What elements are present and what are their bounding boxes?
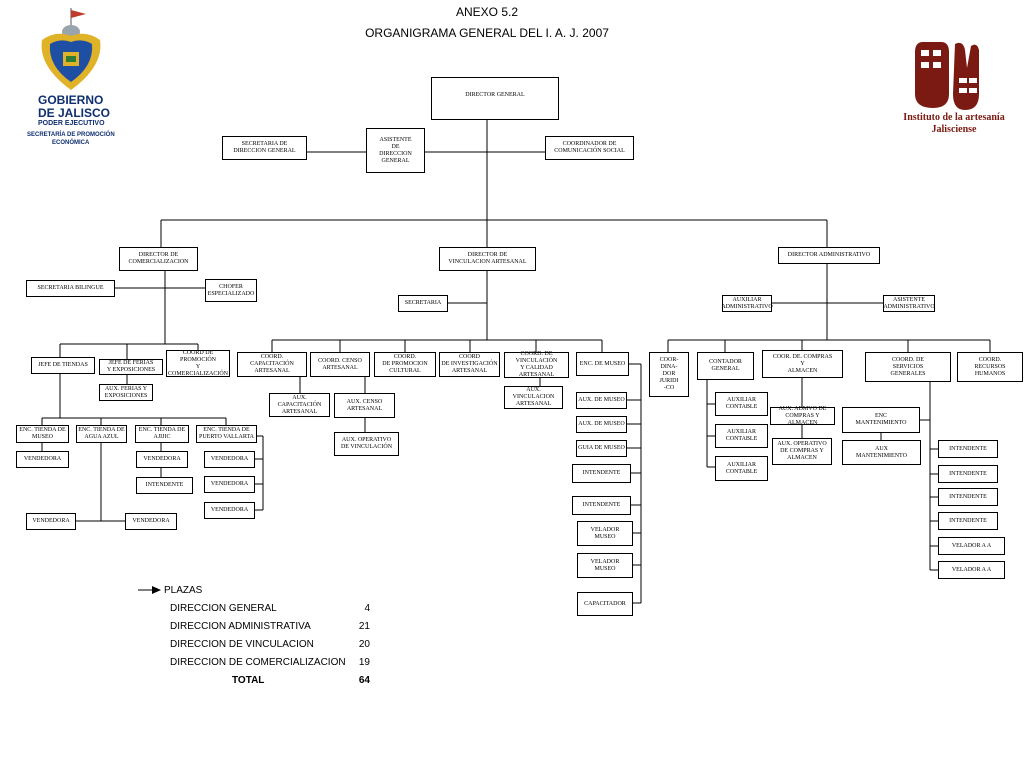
auxiliar-contable-box: AUXILIAR CONTABLE bbox=[715, 424, 768, 448]
intendente-box: INTENDENTE bbox=[938, 465, 998, 483]
iaj-name-line2: Jalisciense bbox=[931, 124, 977, 135]
vendedora-box: VENDEDORA bbox=[204, 451, 255, 468]
aux-admvo-compras-box: AUX. ADMVO DE COMPRAS Y ALMACEN bbox=[770, 406, 835, 426]
intendente-box: INTENDENTE bbox=[938, 512, 998, 530]
plazas-row: DIRECCION DE COMERCIALIZACION 19 bbox=[170, 657, 370, 671]
plazas-row: DIRECCION ADMINISTRATIVA 21 bbox=[170, 621, 370, 635]
vendedora-box: VENDEDORA bbox=[16, 451, 69, 468]
jefe-ferias-box: JEFE DE FERIAS Y EXPOSICIONES bbox=[99, 359, 163, 375]
coord-recursos-box: COORD. RECURSOS HUMANOS bbox=[957, 352, 1023, 382]
plazas-total-value: 64 bbox=[358, 675, 370, 686]
enc-mantenimiento-box: ENC MANTENIMIENTO bbox=[842, 407, 920, 433]
secretaria-box: SECRETARIA bbox=[398, 295, 448, 312]
intendente-box: INTENDENTE bbox=[938, 440, 998, 458]
coordinador-comunicacion-box: COORDINADOR DE COMUNICACIÓN SOCIAL bbox=[545, 136, 634, 160]
annex-label: ANEXO 5.2 bbox=[455, 5, 519, 19]
auxiliar-contable-box: AUXILIAR CONTABLE bbox=[715, 392, 768, 416]
chart-title: ORGANIGRAMA GENERAL DEL I. A. J. 2007 bbox=[365, 26, 609, 40]
aux-vinculacion-box: AUX. VINCULACION ARTESANAL bbox=[504, 386, 563, 409]
arrow-icon bbox=[152, 586, 161, 594]
coord-censo-box: COORD. CENSO ARTESANAL bbox=[310, 352, 370, 377]
velador-aa-box: VELADOR A A bbox=[938, 561, 1005, 579]
director-vinculacion-box: DIRECTOR DE VINCULACION ARTESANAL bbox=[439, 247, 536, 271]
plazas-row: DIRECCION DE VINCULACION 20 bbox=[170, 639, 370, 653]
logo-gobierno: GOBIERNO bbox=[38, 93, 104, 107]
aux-operativo-compras-box: AUX. OPERATIVO DE COMPRAS Y ALMACEN bbox=[772, 438, 832, 465]
coord-capacitacion-box: COORD. CAPACITACIÓN ARTESANAL bbox=[237, 352, 307, 377]
plazas-row-label: DIRECCION DE VINCULACION bbox=[170, 639, 314, 650]
velador-museo-box: VELADOR MUSEO bbox=[577, 553, 633, 578]
plazas-heading: PLAZAS bbox=[164, 585, 203, 596]
plazas-row-value: 21 bbox=[358, 621, 370, 632]
coord-servicios-box: COORD. DE SERVICIOS GENERALES bbox=[865, 352, 951, 382]
enc-tienda-vallarta-box: ENC. TIENDA DE PUERTO VALLARTA bbox=[196, 425, 257, 443]
jalisco-coat-of-arms-icon bbox=[41, 8, 101, 90]
velador-aa-box: VELADOR A A bbox=[938, 537, 1005, 555]
aux-capacitacion-box: AUX. CAPACITACIÓN ARTESANAL bbox=[269, 393, 330, 417]
secretaria-bilingue-box: SECRETARIA BILINGUE bbox=[26, 280, 115, 297]
coord-investigacion-box: COORD DE INVESTIGACIÓN ARTESANAL bbox=[439, 352, 500, 377]
plazas-row-value: 19 bbox=[358, 657, 370, 668]
director-comercializacion-box: DIRECTOR DE COMERCIALIZACION bbox=[119, 247, 198, 271]
coord-vinculacion-calidad-box: COORD. DE VINCULACIÓN Y CALIDAD ARTESANA… bbox=[504, 351, 569, 378]
coordinador-juridico-box: COOR- DINA- DOR JURIDI -CO bbox=[649, 352, 689, 397]
enc-tienda-museo-box: ENC. TIENDA DE MUSEO bbox=[16, 425, 69, 443]
asistente-direccion-box: ASISTENTE DE DIRECCION GENERAL bbox=[366, 128, 425, 173]
intendente-box: INTENDENTE bbox=[572, 464, 631, 483]
intendente-box: INTENDENTE bbox=[572, 496, 631, 515]
director-administrativo-box: DIRECTOR ADMINISTRATIVO bbox=[778, 247, 880, 264]
iaj-name-line1: Instituto de la artesanía bbox=[903, 112, 1005, 123]
intendente-box: INTENDENTE bbox=[136, 477, 193, 494]
coord-promocion-cultural-box: COORD. DE PROMOCION CULTURAL bbox=[374, 352, 436, 377]
plazas-row-label: DIRECCION ADMINISTRATIVA bbox=[170, 621, 311, 632]
plazas-total-label: TOTAL bbox=[232, 675, 265, 686]
vendedora-box: VENDEDORA bbox=[136, 451, 188, 468]
auxiliar-administrativo-box: AUXILIAR ADMINISTRATIVO bbox=[721, 295, 773, 312]
coord-promocion-box: COORD DE PROMOCIÓN Y COMERCIALIZACIÓN bbox=[166, 349, 230, 377]
enc-tienda-agua-azul-box: ENC. TIENDA DE AGUA AZUL bbox=[76, 425, 127, 443]
logo-jalisco: DE JALISCO bbox=[38, 106, 111, 120]
coor-compras-box: COOR. DE. COMPRAS Y ALMACEN bbox=[762, 350, 843, 378]
vendedora-box: VENDEDORA bbox=[204, 502, 255, 519]
plazas-row: DIRECCION GENERAL 4 bbox=[170, 603, 370, 617]
plazas-total-row: TOTAL 64 bbox=[170, 675, 370, 689]
aux-museo-box: AUX. DE MUSEO bbox=[576, 392, 627, 409]
enc-museo-box: ENC. DE MUSEO bbox=[576, 352, 629, 376]
logo-economica: ECONÓMICA bbox=[52, 140, 90, 146]
chofer-box: CHOFER ESPECIALIZADO bbox=[205, 279, 257, 302]
aux-censo-box: AUX. CENSO ARTESANAL bbox=[334, 393, 395, 418]
aux-museo-box: AUX. DE MUSEO bbox=[576, 416, 627, 433]
vendedora-box: VENDEDORA bbox=[204, 476, 255, 493]
aux-operativo-vinculacion-box: AUX. OPERATIVO DE VINCULACIÓN bbox=[334, 432, 399, 456]
logo-poder: PODER EJECUTIVO bbox=[38, 120, 105, 127]
velador-museo-box: VELADOR MUSEO bbox=[577, 521, 633, 546]
capacitador-box: CAPACITADOR bbox=[577, 592, 633, 616]
plazas-row-label: DIRECCION GENERAL bbox=[170, 603, 277, 614]
logo-secretaria: SECRETARÍA DE PROMOCIÓN bbox=[27, 132, 115, 138]
plazas-row-label: DIRECCION DE COMERCIALIZACION bbox=[170, 657, 346, 668]
director-general-box: DIRECTOR GENERAL bbox=[431, 77, 559, 120]
jefe-tiendas-box: JEFE DE TIENDAS bbox=[31, 357, 95, 374]
intendente-box: INTENDENTE bbox=[938, 488, 998, 506]
plazas-row-value: 4 bbox=[364, 603, 370, 614]
plazas-row-value: 20 bbox=[358, 639, 370, 650]
vendedora-box: VENDEDORA bbox=[26, 513, 76, 530]
aux-ferias-box: AUX. FERIAS Y EXPOSICIONES bbox=[99, 384, 153, 401]
aux-mantenimiento-box: AUX MANTENIMIENTO bbox=[842, 440, 921, 465]
contador-general-box: CONTADOR GENERAL bbox=[697, 352, 754, 380]
secretaria-direccion-box: SECRETARIA DE DIRECCION GENERAL bbox=[222, 136, 307, 160]
enc-tienda-ajijic-box: ENC. TIENDA DE AJIJIC bbox=[135, 425, 189, 443]
guia-museo-box: GUIA DE MUSEO bbox=[576, 440, 627, 457]
vendedora-box: VENDEDORA bbox=[125, 513, 177, 530]
artisan-hands-icon bbox=[915, 42, 979, 110]
asistente-administrativo-box: ASISTENTE ADMINISTRATIVO bbox=[883, 295, 935, 312]
auxiliar-contable-box: AUXILIAR CONTABLE bbox=[715, 456, 768, 481]
